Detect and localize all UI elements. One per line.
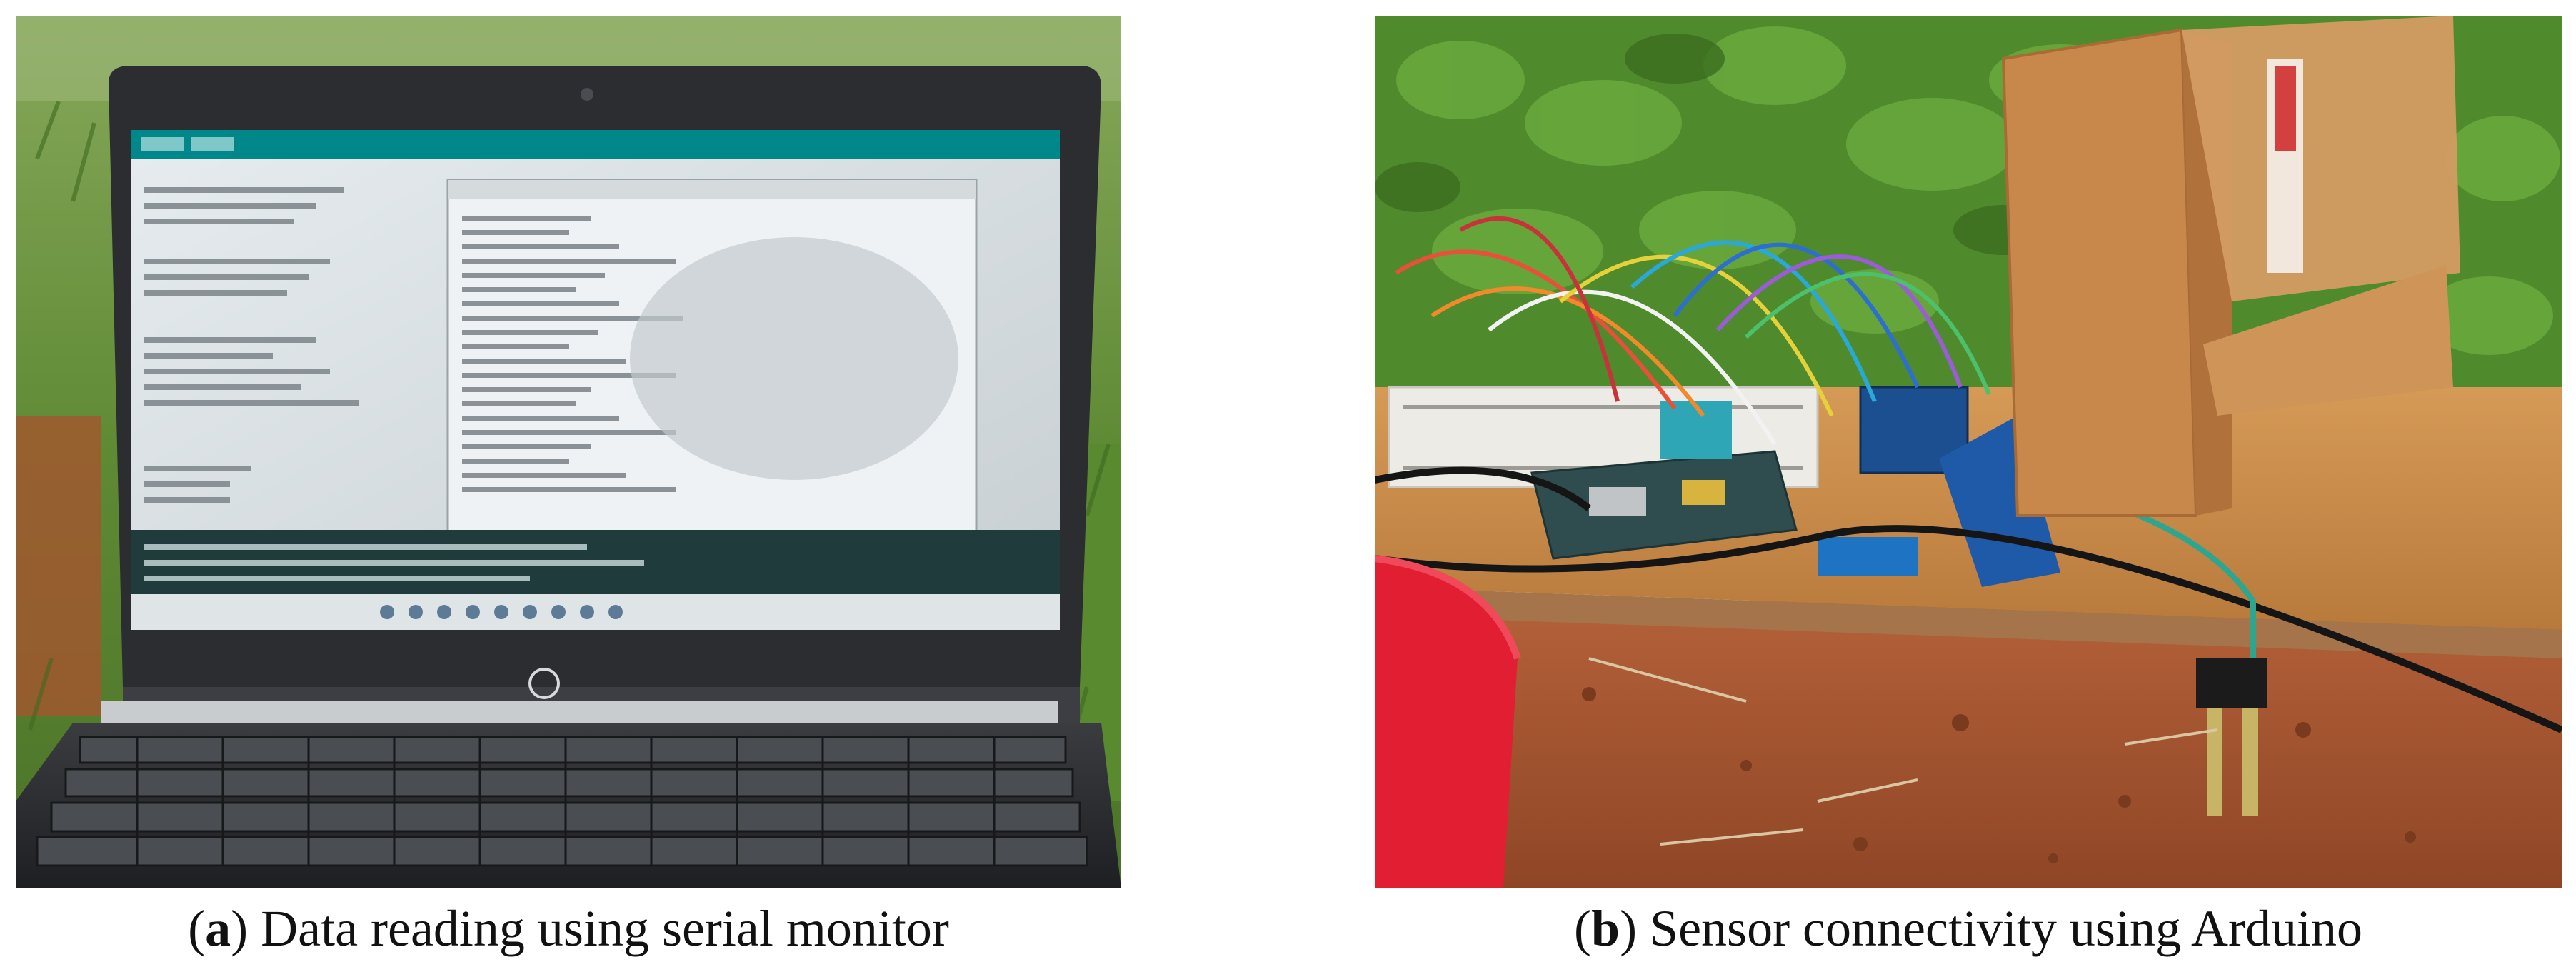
- caption-a-text: Data reading using serial monitor: [261, 900, 949, 957]
- arduino-setup-graphic: [1375, 16, 2562, 888]
- caption-b-letter: b: [1591, 900, 1620, 957]
- caption-b: (b) Sensor connectivity using Arduino: [1574, 900, 2362, 957]
- laptop-serial-monitor-photo: [16, 16, 1121, 888]
- laptop-photo-graphic: [16, 16, 1121, 888]
- caption-a: (a) Data reading using serial monitor: [188, 900, 949, 957]
- arduino-sensor-setup-photo: [1375, 16, 2562, 888]
- caption-b-text: Sensor connectivity using Arduino: [1650, 900, 2362, 957]
- caption-a-letter: a: [205, 900, 231, 957]
